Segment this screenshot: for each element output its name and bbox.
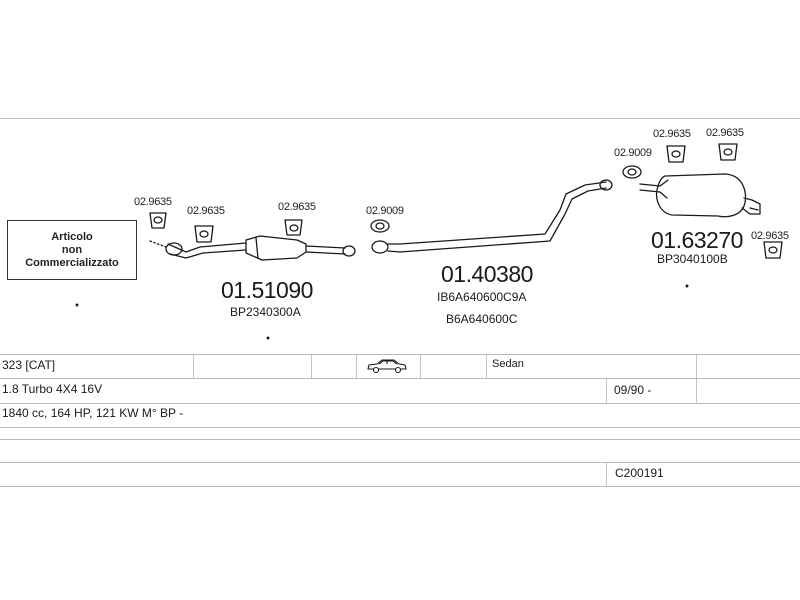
exhaust-diagram [75, 143, 783, 340]
vehicle-specs: 1840 cc, 164 HP, 121 KW M° BP - [2, 406, 184, 420]
front-pipe-drawing [149, 235, 356, 261]
table-rule-6 [0, 462, 800, 463]
col-sep [311, 355, 312, 378]
middle-pipe-drawing [371, 179, 613, 254]
col-sep [606, 379, 607, 403]
vehicle-model: 323 [CAT] [2, 358, 56, 372]
front-pipe-ref[interactable]: BP2340300A [230, 305, 301, 319]
fitting-label-f5[interactable]: 02.9009 [614, 147, 652, 159]
table-rule-5 [0, 439, 800, 440]
vehicle-date: 09/90 - [614, 383, 652, 397]
fitting-label-f6[interactable]: 02.9635 [653, 128, 691, 140]
fitting-drawings [149, 143, 783, 259]
note-line-1: Articolo [51, 230, 93, 243]
table-rule-1 [0, 354, 800, 355]
sedan-car-icon [366, 358, 408, 379]
vehicle-body: Sedan [492, 358, 524, 370]
middle-pipe-ref-2[interactable]: B6A640600C [446, 312, 518, 326]
col-sep [696, 355, 697, 378]
table-rule-7 [0, 486, 800, 487]
note-line-3: Commercializzato [25, 256, 119, 269]
front-pipe-code[interactable]: 01.51090 [221, 277, 313, 303]
table-rule-4 [0, 427, 800, 428]
fitting-label-f7[interactable]: 02.9635 [706, 127, 744, 139]
note-line-2: non [61, 243, 83, 256]
table-rule-2 [0, 378, 800, 379]
col-sep [420, 355, 421, 378]
rear-silencer-code[interactable]: 01.63270 [651, 227, 743, 253]
middle-pipe-ref-1[interactable]: IB6A640600C9A [437, 290, 527, 304]
col-sep [696, 379, 697, 403]
vehicle-code: C200191 [615, 466, 664, 480]
col-sep [486, 355, 487, 378]
not-marketed-note: Articolo non Commercializzato [7, 220, 137, 280]
fitting-label-f8[interactable]: 02.9635 [751, 230, 789, 242]
fitting-label-f1[interactable]: 02.9635 [134, 196, 172, 208]
fitting-label-f3[interactable]: 02.9635 [278, 201, 316, 213]
top-rule [0, 118, 800, 119]
rear-silencer-ref[interactable]: BP3040100B [657, 252, 728, 266]
fitting-label-f2[interactable]: 02.9635 [187, 205, 225, 217]
table-rule-3 [0, 403, 800, 404]
col-sep [606, 463, 607, 486]
fitting-label-f4[interactable]: 02.9009 [366, 205, 404, 217]
rear-silencer-drawing [639, 173, 761, 218]
col-sep [193, 355, 194, 378]
middle-pipe-code[interactable]: 01.40380 [441, 261, 533, 287]
col-sep [356, 355, 357, 378]
vehicle-engine: 1.8 Turbo 4X4 16V [2, 382, 103, 396]
